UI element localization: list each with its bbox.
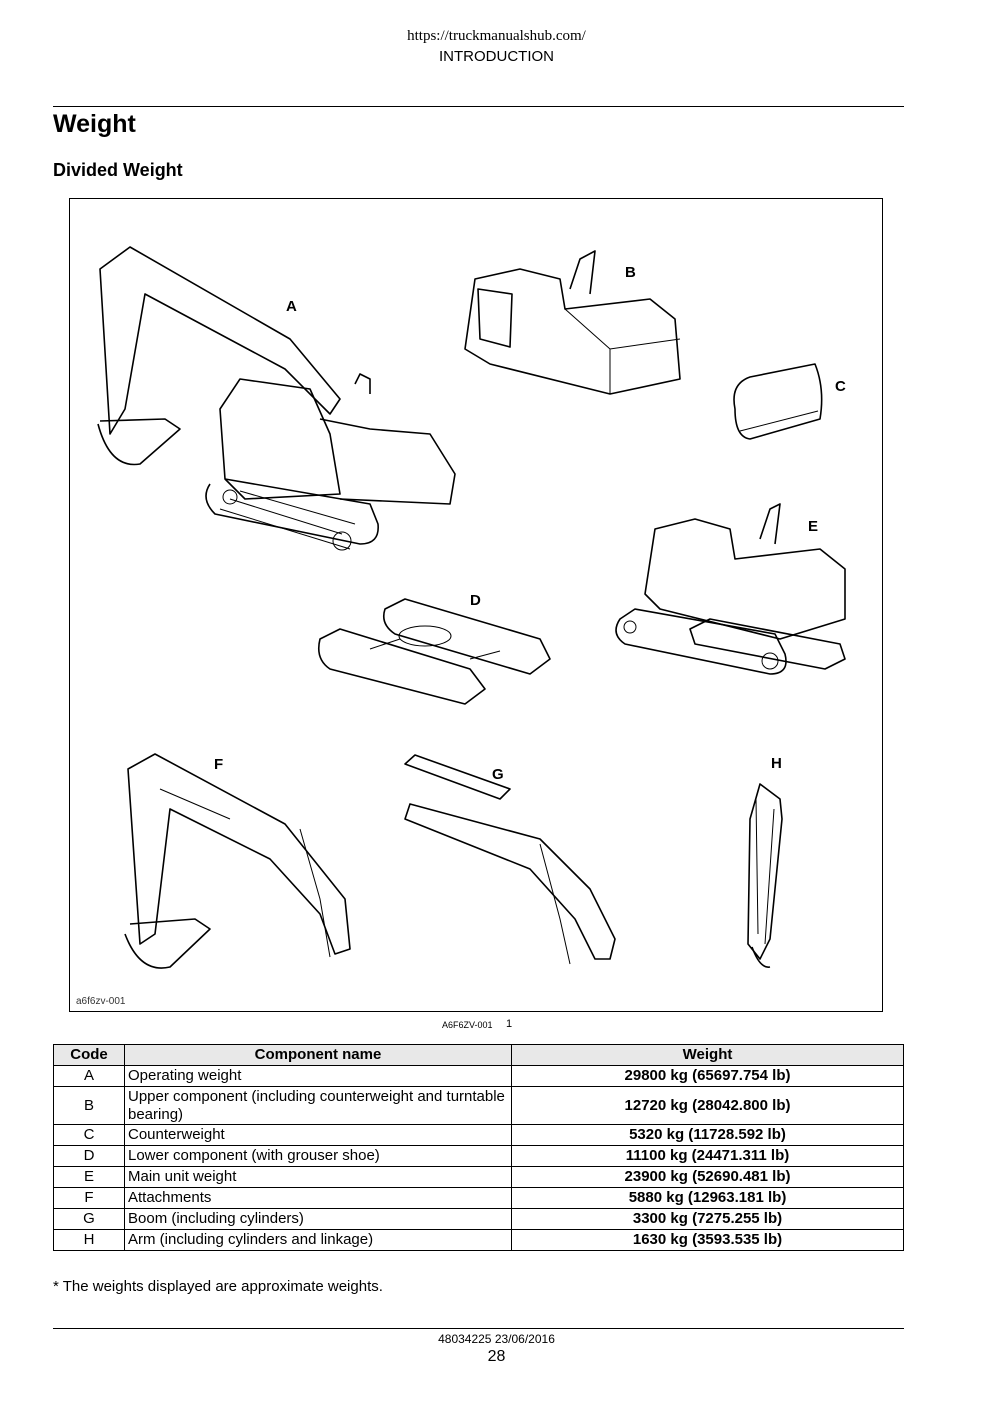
approximate-weights-note: * The weights displayed are approximate … [53, 1278, 383, 1295]
row-component: Attachments [124, 1187, 512, 1209]
table-row: B Upper component (including counterweig… [53, 1086, 904, 1125]
document-number: 48034225 23/06/2016 [438, 1332, 555, 1346]
row-code: D [53, 1145, 125, 1167]
arm-drawing [747, 783, 783, 968]
table-header-row: Code Component name Weight [53, 1044, 904, 1066]
excavator-divided-weight-figure: A B C D E F G H a6f6zv-001 [69, 198, 883, 1012]
row-weight: 11100 kg (24471.311 lb) [511, 1145, 904, 1167]
label-f: F [214, 756, 223, 773]
header-url: https://truckmanualshub.com/ [407, 28, 586, 44]
table-row: F Attachments 5880 kg (12963.181 lb) [53, 1187, 904, 1209]
row-component: Counterweight [124, 1124, 512, 1146]
figure-number: 1 [506, 1018, 513, 1030]
label-h: H [771, 755, 782, 772]
row-weight: 5880 kg (12963.181 lb) [511, 1187, 904, 1209]
column-header-component: Component name [124, 1044, 512, 1066]
row-code: E [53, 1166, 125, 1188]
row-component: Arm (including cylinders and linkage) [124, 1229, 512, 1251]
row-component: Operating weight [124, 1065, 512, 1087]
row-weight: 1630 kg (3593.535 lb) [511, 1229, 904, 1251]
label-e: E [808, 518, 818, 535]
row-weight: 3300 kg (7275.255 lb) [511, 1208, 904, 1230]
excavator-full-drawing [97, 246, 456, 551]
row-code: H [53, 1229, 125, 1251]
label-g: G [492, 766, 504, 783]
label-b: B [625, 264, 636, 281]
upper-component-drawing [464, 250, 681, 395]
label-d: D [470, 592, 481, 609]
figure-image-code: a6f6zv-001 [76, 996, 126, 1007]
row-code: A [53, 1065, 125, 1087]
row-code: B [53, 1086, 125, 1125]
row-code: G [53, 1208, 125, 1230]
figure-reference: A6F6ZV-001 [442, 1020, 493, 1030]
footer-rule [53, 1328, 904, 1329]
page-number: 28 [487, 1348, 506, 1365]
row-weight: 5320 kg (11728.592 lb) [511, 1124, 904, 1146]
main-unit-drawing [615, 503, 846, 675]
excavator-illustration: A B C D E F G H a6f6zv-001 [76, 246, 846, 1007]
lower-component-drawing [317, 598, 551, 705]
section-header: INTRODUCTION [439, 48, 554, 65]
row-component: Boom (including cylinders) [124, 1208, 512, 1230]
section-subtitle: Divided Weight [53, 160, 183, 180]
row-weight: 29800 kg (65697.754 lb) [511, 1065, 904, 1087]
column-header-weight: Weight [511, 1044, 904, 1066]
table-row: E Main unit weight 23900 kg (52690.481 l… [53, 1166, 904, 1188]
boom-drawing [404, 754, 616, 965]
row-weight: 23900 kg (52690.481 lb) [511, 1166, 904, 1188]
row-code: F [53, 1187, 125, 1209]
row-component: Lower component (with grouser shoe) [124, 1145, 512, 1167]
page-title: Weight [53, 110, 136, 138]
table-row: A Operating weight 29800 kg (65697.754 l… [53, 1065, 904, 1087]
table-row: H Arm (including cylinders and linkage) … [53, 1229, 904, 1251]
label-a: A [286, 298, 297, 315]
row-component: Upper component (including counterweight… [124, 1086, 512, 1125]
weights-table: Code Component name Weight A Operating w… [53, 1044, 904, 1251]
table-row: C Counterweight 5320 kg (11728.592 lb) [53, 1124, 904, 1146]
label-c: C [835, 378, 846, 395]
attachments-drawing [124, 753, 351, 969]
counterweight-drawing [733, 363, 823, 440]
header-rule [53, 106, 904, 107]
table-row: D Lower component (with grouser shoe) 11… [53, 1145, 904, 1167]
table-row: G Boom (including cylinders) 3300 kg (72… [53, 1208, 904, 1230]
column-header-code: Code [53, 1044, 125, 1066]
row-weight: 12720 kg (28042.800 lb) [511, 1086, 904, 1125]
row-code: C [53, 1124, 125, 1146]
row-component: Main unit weight [124, 1166, 512, 1188]
